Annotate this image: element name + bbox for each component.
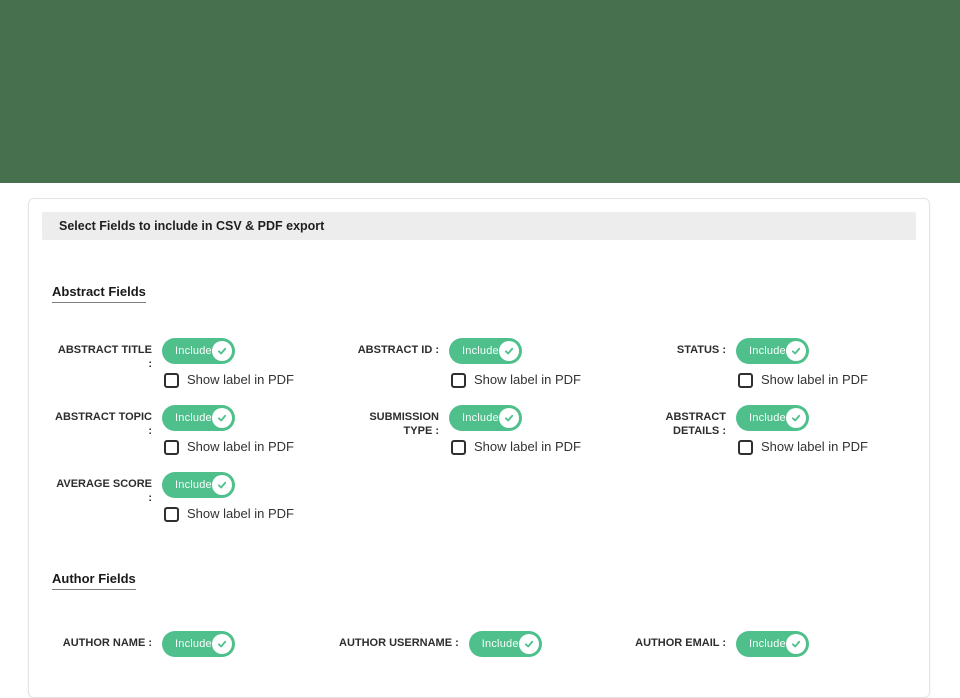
field-label: ABSTRACT DETAILS : <box>665 411 727 437</box>
include-toggle[interactable]: Include <box>162 631 235 657</box>
check-icon <box>499 408 519 428</box>
checkbox-icon <box>164 372 179 388</box>
checkbox-label: Show label in PDF <box>187 439 294 454</box>
include-toggle[interactable]: Include <box>468 631 542 657</box>
checkbox-label: Show label in PDF <box>187 372 294 387</box>
field-body: Include <box>162 631 235 657</box>
field-label: AUTHOR USERNAME : <box>339 637 459 649</box>
panel-header: Select Fields to include in CSV & PDF ex… <box>42 212 916 240</box>
field-body: Include Show label in PDF <box>162 472 294 522</box>
check-icon <box>212 475 232 495</box>
include-toggle[interactable]: Include <box>449 405 522 431</box>
include-toggle[interactable]: Include <box>162 472 235 498</box>
field-body: Include Show label in PDF <box>736 405 868 455</box>
checkbox-label: Show label in PDF <box>761 439 868 454</box>
field-label: STATUS : <box>676 344 726 356</box>
check-icon <box>518 634 539 654</box>
field-label: AUTHOR NAME : <box>62 637 152 649</box>
toggle-label: Include <box>462 412 499 424</box>
field-cell-average-score: AVERAGE SCORE : Include Show label in PD… <box>52 472 339 522</box>
empty-cell <box>626 472 913 522</box>
section-heading-author-fields: Author Fields <box>52 571 136 590</box>
field-body: Include Show label in PDF <box>736 338 868 388</box>
checkbox-icon <box>451 372 466 388</box>
show-label-checkbox[interactable]: Show label in PDF <box>164 506 294 522</box>
field-cell-author-username: AUTHOR USERNAME : Include <box>339 631 626 657</box>
author-fields-grid: AUTHOR NAME : Include AUTHOR USERNAME : … <box>52 631 906 657</box>
field-body: Include Show label in PDF <box>162 338 294 388</box>
panel-title: Select Fields to include in CSV & PDF ex… <box>59 219 325 233</box>
check-icon <box>786 341 806 361</box>
show-label-checkbox[interactable]: Show label in PDF <box>738 439 868 455</box>
checkbox-icon <box>164 439 179 455</box>
show-label-checkbox[interactable]: Show label in PDF <box>738 372 868 388</box>
panel-content: Abstract Fields ABSTRACT TITLE : Include… <box>42 284 916 657</box>
field-label: AUTHOR EMAIL : <box>635 637 726 649</box>
check-icon <box>212 341 232 361</box>
field-body: Include Show label in PDF <box>162 405 294 455</box>
checkbox-icon <box>451 439 466 455</box>
include-toggle[interactable]: Include <box>736 338 809 364</box>
field-label: SUBMISSION TYPE : <box>369 411 439 437</box>
field-cell-abstract-details: ABSTRACT DETAILS : Include Show label in… <box>626 405 913 455</box>
include-toggle[interactable]: Include <box>449 338 522 364</box>
field-label: AVERAGE SCORE : <box>56 478 152 504</box>
field-cell-author-email: AUTHOR EMAIL : Include <box>626 631 913 657</box>
show-label-checkbox[interactable]: Show label in PDF <box>451 439 581 455</box>
checkbox-icon <box>738 439 753 455</box>
field-cell-abstract-topic: ABSTRACT TOPIC : Include Show label in P… <box>52 405 339 455</box>
header-banner <box>0 0 960 183</box>
toggle-label: Include <box>175 638 212 650</box>
toggle-label: Include <box>749 345 786 357</box>
check-icon <box>786 408 806 428</box>
toggle-label: Include <box>175 479 212 491</box>
toggle-label: Include <box>175 345 212 357</box>
checkbox-label: Show label in PDF <box>187 506 294 521</box>
toggle-label: Include <box>749 638 786 650</box>
field-cell-submission-type: SUBMISSION TYPE : Include Show label in … <box>339 405 626 455</box>
include-toggle[interactable]: Include <box>736 631 809 657</box>
field-label: ABSTRACT TOPIC : <box>55 411 152 437</box>
checkbox-label: Show label in PDF <box>761 372 868 387</box>
show-label-checkbox[interactable]: Show label in PDF <box>164 439 294 455</box>
section-heading-abstract-fields: Abstract Fields <box>52 284 146 303</box>
field-body: Include <box>736 631 809 657</box>
empty-cell <box>339 472 626 522</box>
check-icon <box>786 634 806 654</box>
field-label: ABSTRACT TITLE : <box>57 344 152 370</box>
checkbox-icon <box>738 372 753 388</box>
field-cell-status: STATUS : Include Show label in PDF <box>626 338 913 388</box>
check-icon <box>212 408 232 428</box>
checkbox-label: Show label in PDF <box>474 372 581 387</box>
include-toggle[interactable]: Include <box>162 338 235 364</box>
show-label-checkbox[interactable]: Show label in PDF <box>164 372 294 388</box>
abstract-fields-grid: ABSTRACT TITLE : Include Show label in P… <box>52 338 906 522</box>
field-body: Include Show label in PDF <box>449 405 581 455</box>
export-fields-panel: Select Fields to include in CSV & PDF ex… <box>28 198 930 698</box>
toggle-label: Include <box>481 638 519 650</box>
toggle-label: Include <box>175 412 212 424</box>
toggle-label: Include <box>749 412 786 424</box>
include-toggle[interactable]: Include <box>736 405 809 431</box>
checkbox-icon <box>164 506 179 522</box>
check-icon <box>499 341 519 361</box>
field-body: Include Show label in PDF <box>449 338 581 388</box>
field-label: ABSTRACT ID : <box>357 344 439 356</box>
field-cell-abstract-id: ABSTRACT ID : Include Show label in PDF <box>339 338 626 388</box>
toggle-label: Include <box>462 345 499 357</box>
field-cell-abstract-title: ABSTRACT TITLE : Include Show label in P… <box>52 338 339 388</box>
show-label-checkbox[interactable]: Show label in PDF <box>451 372 581 388</box>
checkbox-label: Show label in PDF <box>474 439 581 454</box>
check-icon <box>212 634 232 654</box>
field-body: Include <box>468 631 542 657</box>
field-cell-author-name: AUTHOR NAME : Include <box>52 631 339 657</box>
include-toggle[interactable]: Include <box>162 405 235 431</box>
